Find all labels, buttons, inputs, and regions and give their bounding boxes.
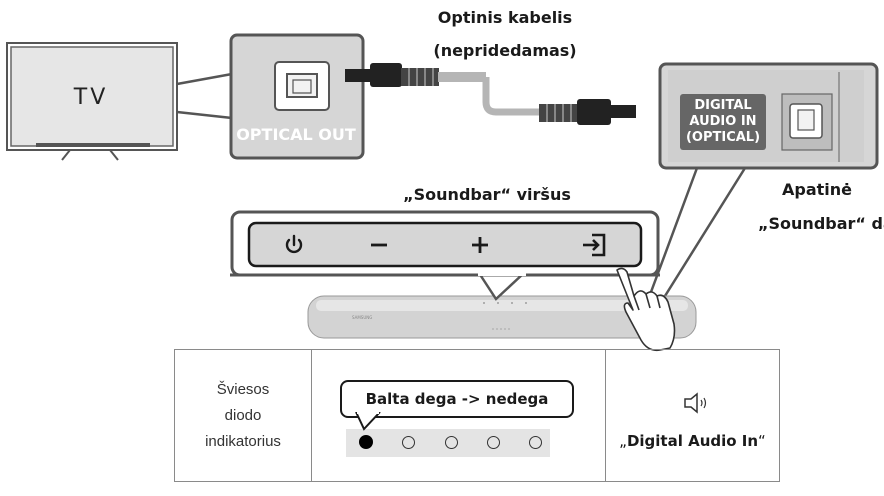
led-label-line1: Šviesos [216,380,270,398]
volume-up-icon[interactable] [472,237,488,253]
cable-label-line1: Optinis kabelis [437,8,573,27]
led-label-line2: diodo [224,406,262,424]
soundbar-port-panel: DIGITAL AUDIO IN (OPTICAL) [658,62,879,170]
cable-label: Optinis kabelis (nepridedamas) [420,6,590,63]
led-1 [359,435,373,449]
tv-label: TV [73,85,109,110]
optical-out-label: OPTICAL OUT [236,125,356,144]
soundbar: SAMSUNG [307,295,697,339]
soundbar-logo: SAMSUNG [352,315,372,320]
speaker-icon [684,392,707,414]
table-row: Šviesos diodo indikatorius Balta dega ->… [174,349,780,482]
mode-suffix: “ [758,432,766,450]
mode-caption: „Digital Audio In“ [606,432,779,450]
led-label-line3: indikatorius [205,432,281,450]
port-label-line2: AUDIO IN [689,114,756,129]
led-indicator-table: Šviesos diodo indikatorius Balta dega ->… [174,349,780,482]
led-5 [529,436,542,449]
mode-cell: „Digital Audio In“ [605,349,780,482]
optical-cable [345,63,636,125]
led-3 [445,436,458,449]
soundbar-top-label: „Soundbar“ viršus [403,185,571,204]
source-icon[interactable] [583,233,606,257]
mode-prefix: „ [619,432,627,450]
soundbar-bottom-line1: Apatinė [781,180,852,199]
power-icon[interactable] [285,234,303,254]
mode-name: Digital Audio In [626,432,759,450]
tv: TV [6,42,178,161]
callout-pointer [355,412,381,431]
led-row [346,429,550,457]
port-label-line1: DIGITAL [694,98,751,113]
port-label-line3: (OPTICAL) [686,130,760,145]
hand-pointer-icon [616,267,676,352]
led-label-cell: Šviesos diodo indikatorius [174,349,312,482]
led-4 [487,436,500,449]
led-state-cell: Balta dega -> nedega [311,349,606,482]
led-2 [402,436,415,449]
optical-out-panel: OPTICAL OUT [229,33,365,160]
soundbar-bottom-line2: „Soundbar“ dalis [758,214,884,233]
soundbar-bottom-label: Apatinė „Soundbar“ dalis [758,178,884,236]
cable-label-line2: (nepridedamas) [433,41,577,60]
led-callout: Balta dega -> nedega [340,380,574,418]
soundbar-top-panel [230,210,660,301]
